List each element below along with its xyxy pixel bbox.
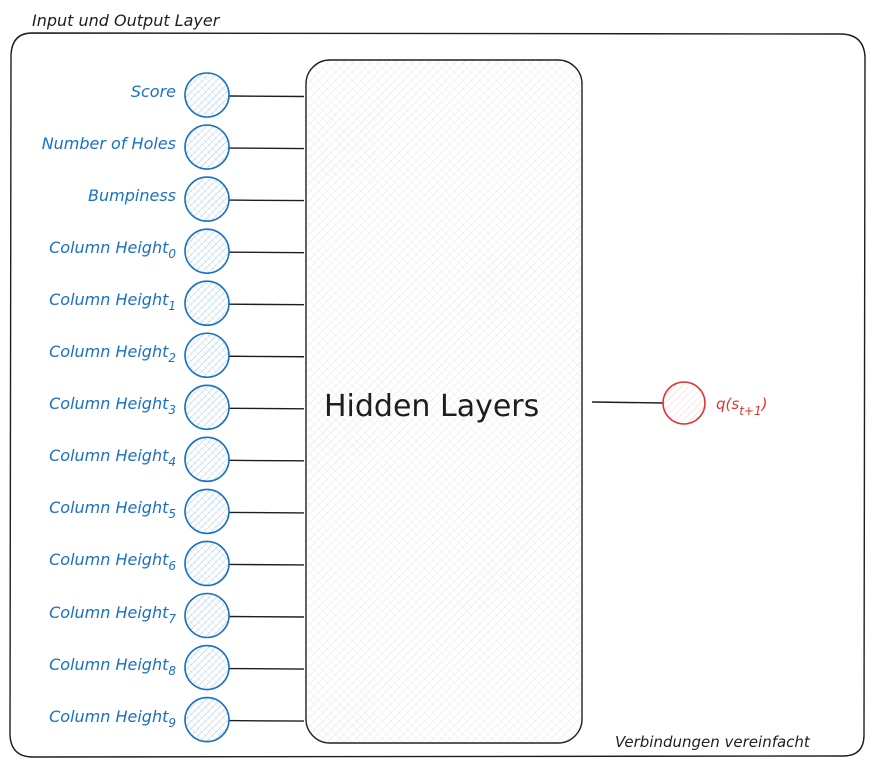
input-label: Column Height4 (49, 447, 176, 471)
input-label-text: Score (130, 82, 176, 101)
input-label: Bumpiness (88, 187, 176, 205)
input-node-shade (186, 594, 228, 637)
input-connection (228, 199, 305, 202)
footer-note: Verbindungen vereinfacht (615, 733, 810, 751)
input-node-shade (186, 74, 228, 116)
input-label-subscript: 7 (168, 611, 176, 626)
input-node-shade (186, 646, 228, 689)
input-node-shade (186, 542, 228, 585)
input-label: Column Height2 (49, 343, 176, 367)
input-connection (228, 251, 305, 254)
input-label: Column Height1 (49, 291, 176, 315)
input-label-subscript: 6 (168, 559, 176, 574)
output-node (662, 381, 706, 425)
input-connection (228, 459, 305, 462)
input-label-subscript: 2 (168, 351, 176, 366)
input-label: Column Height0 (49, 239, 176, 263)
input-label-text: Column Height (49, 498, 169, 518)
frame-title: Input und Output Layer (32, 11, 220, 30)
input-layer (184, 72, 305, 743)
output-label-sub: t+1 (739, 404, 762, 418)
input-label-subscript: 9 (168, 715, 176, 730)
input-node-shade (186, 386, 228, 429)
input-node-shade (186, 698, 228, 741)
output-connection (591, 401, 664, 404)
input-node-shade (186, 438, 228, 481)
input-node-shade (186, 490, 228, 533)
input-connection (228, 355, 305, 358)
input-connection (228, 667, 305, 670)
input-connection (228, 511, 305, 514)
input-node-shade (186, 126, 228, 169)
input-connection (228, 615, 305, 618)
output-label: q(st+1) (716, 395, 767, 418)
input-label-text: Column Height (49, 602, 169, 622)
input-label: Column Height7 (49, 602, 176, 628)
input-label-subscript: 3 (168, 403, 176, 418)
input-label-text: Column Height (49, 394, 169, 414)
output-label-main: q(s (716, 395, 740, 413)
input-node-shade (186, 178, 228, 221)
input-label-subscript: 4 (168, 455, 176, 470)
input-label-text: Column Height (49, 706, 169, 726)
input-node-shade (186, 282, 228, 325)
input-connection (228, 407, 305, 410)
output-label-close: ) (761, 395, 768, 413)
input-label-text: Number of Holes (41, 134, 176, 154)
input-label-subscript: 8 (168, 663, 176, 678)
input-node-shade (186, 334, 228, 377)
input-label-subscript: 5 (168, 507, 176, 522)
outer-frame (9, 32, 866, 758)
input-label-text: Column Height (49, 342, 169, 362)
input-label-text: Column Height (49, 446, 169, 466)
input-label-text: Bumpiness (88, 186, 176, 206)
input-connection (228, 95, 305, 98)
input-connection (228, 563, 305, 566)
input-connection (228, 719, 305, 722)
input-label-subscript: 1 (168, 299, 176, 314)
input-label: Score (131, 83, 176, 101)
input-connection (228, 303, 305, 306)
hidden-layers-label: Hidden Layers (324, 389, 540, 424)
input-label: Column Height9 (49, 706, 176, 732)
input-label-subscript: 0 (168, 247, 176, 262)
input-label-text: Column Height (49, 238, 169, 258)
input-label: Number of Holes (42, 135, 176, 153)
input-connection (228, 147, 305, 150)
input-label-text: Column Height (49, 290, 169, 310)
input-label-text: Column Height (49, 550, 169, 570)
input-label: Column Height3 (49, 395, 176, 419)
input-label-text: Column Height (49, 654, 169, 674)
input-label: Column Height5 (49, 499, 176, 523)
input-label: Column Height8 (49, 654, 176, 680)
input-node-shade (186, 230, 228, 273)
input-label: Column Height6 (49, 551, 176, 575)
